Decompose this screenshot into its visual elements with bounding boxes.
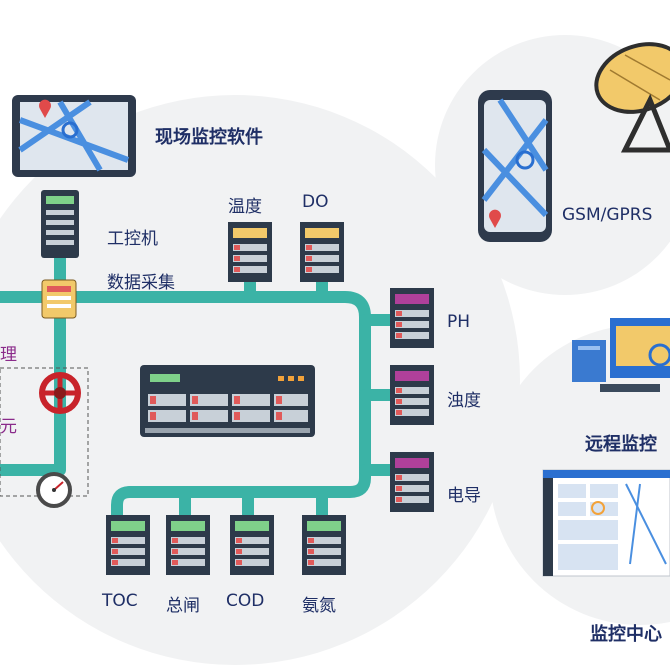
data-collector-icon <box>41 279 77 319</box>
toc-label: TOC <box>102 591 138 611</box>
dashboard-screen-icon <box>542 469 670 577</box>
conductivity-label: 电导 <box>447 486 481 506</box>
turbidity-sensor-icon <box>390 365 434 425</box>
temperature-sensor-icon <box>228 222 272 282</box>
ipc-label: 工控机 <box>107 229 158 249</box>
total-valve-sensor-icon <box>166 515 210 575</box>
vertical-pipe <box>0 291 66 476</box>
toc-sensor-icon <box>106 515 150 575</box>
total-valve-label: 总闸 <box>166 596 200 616</box>
monitor-center-label: 监控中心 <box>590 624 662 645</box>
phone-map-icon <box>478 90 552 242</box>
site-software-label: 现场监控软件 <box>155 127 263 148</box>
conductivity-sensor-icon <box>390 452 434 512</box>
ipc-icon <box>41 190 79 258</box>
ammonia-sensor-icon <box>302 515 346 575</box>
gauge-icon <box>36 472 72 508</box>
controller-rack-icon <box>140 365 315 437</box>
turbidity-label: 浊度 <box>447 391 481 411</box>
ph-label: PH <box>447 312 471 332</box>
do-label: DO <box>302 192 329 212</box>
cod-sensor-icon <box>230 515 274 575</box>
temperature-label: 温度 <box>228 197 262 217</box>
partial-label-mid: 元 <box>0 417 17 437</box>
desktop-computer-icon <box>572 318 670 392</box>
cod-label: COD <box>226 591 265 611</box>
ph-sensor-icon <box>390 288 434 348</box>
main-pipe <box>0 291 371 526</box>
partial-label-top: 理 <box>0 345 17 365</box>
tablet-map-icon <box>12 95 136 177</box>
data-collection-label: 数据采集 <box>107 273 175 293</box>
satellite-dish-icon <box>594 42 670 153</box>
ammonia-label: 氨氮 <box>302 596 336 616</box>
valve-icon <box>39 372 81 414</box>
gsm-gprs-label: GSM/GPRS <box>562 205 653 225</box>
do-sensor-icon <box>300 222 344 282</box>
remote-monitor-label: 远程监控 <box>585 434 657 455</box>
